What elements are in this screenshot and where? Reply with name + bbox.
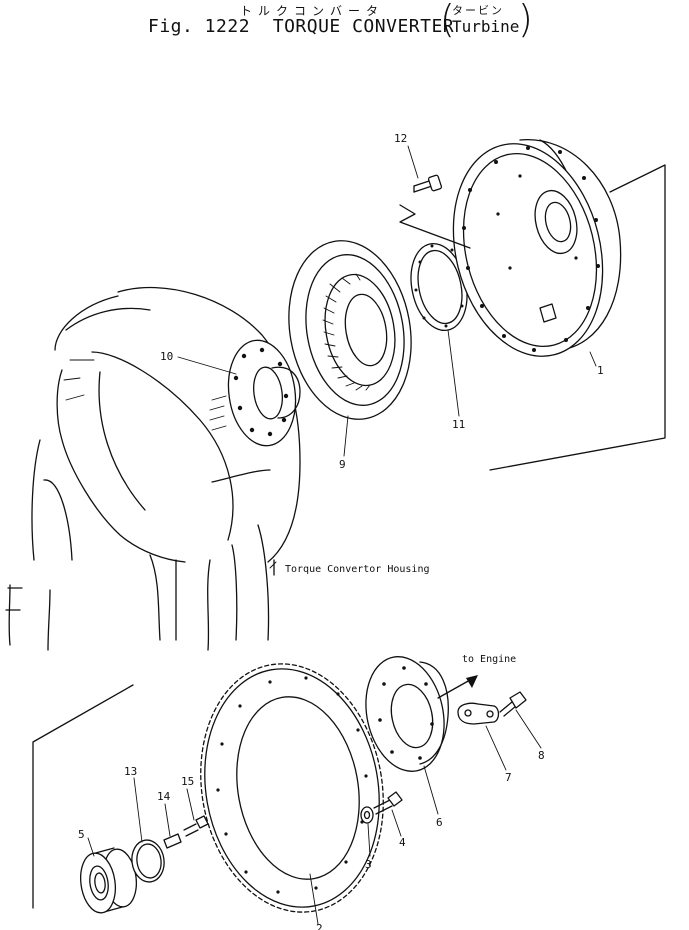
- subtitle-kana: タービン: [452, 4, 504, 17]
- part-2-ring-gear: [200, 663, 384, 913]
- part-9-turbine: [288, 240, 412, 420]
- left-paren: (: [440, 0, 455, 41]
- part-12-bolt: [399, 174, 471, 249]
- frame-lines: [32, 164, 666, 909]
- callout-7: 7: [505, 771, 512, 784]
- title-kana: トルクコンバータ: [240, 4, 385, 18]
- part-15-bolt: [183, 815, 209, 837]
- right-paren: ): [518, 0, 533, 41]
- callout-3: 3: [365, 858, 372, 871]
- part-4-bolt: [373, 791, 403, 815]
- figure-number: Fig. 1222: [148, 16, 251, 37]
- figure-heading: TORQUE CONVERTER: [272, 16, 455, 37]
- engine-arrow: [437, 675, 478, 699]
- converter-housing: [5, 286, 301, 651]
- callout-12: 12: [394, 132, 407, 145]
- callout-1: 1: [597, 364, 604, 377]
- part-6-drive-flange: [365, 656, 449, 772]
- callout-labels: 12 1 10 9 11 2 3 4 5 6 7 8 13 14 15: [78, 132, 604, 930]
- part-13-snap-ring: [131, 839, 165, 883]
- callout-5: 5: [78, 828, 85, 841]
- housing-note: Torque Convertor Housing: [285, 564, 430, 575]
- callout-4: 4: [399, 836, 406, 849]
- part-10-hub: [227, 339, 301, 447]
- part-7-lock-plate: [457, 702, 500, 725]
- leader-lines: [87, 145, 597, 925]
- part-11-gasket: [410, 242, 468, 332]
- callout-6: 6: [436, 816, 443, 829]
- callout-2: 2: [316, 922, 323, 930]
- callout-11: 11: [452, 418, 465, 431]
- part-5-bearing: [80, 847, 138, 914]
- callout-10: 10: [160, 350, 173, 363]
- part-14-pin: [163, 833, 182, 849]
- engine-note: to Engine: [462, 654, 516, 665]
- callout-8: 8: [538, 749, 545, 762]
- callout-9: 9: [339, 458, 346, 471]
- part-3-washer: [360, 806, 374, 824]
- subtitle: Turbine: [452, 17, 520, 36]
- callout-14: 14: [157, 790, 171, 803]
- part-8-bolt: [499, 691, 527, 717]
- part-1-turbine-cover: [452, 139, 622, 357]
- figure-title: Fig. 1222 TORQUE CONVERTER: [148, 16, 454, 37]
- callout-13: 13: [124, 765, 137, 778]
- callout-15: 15: [181, 775, 194, 788]
